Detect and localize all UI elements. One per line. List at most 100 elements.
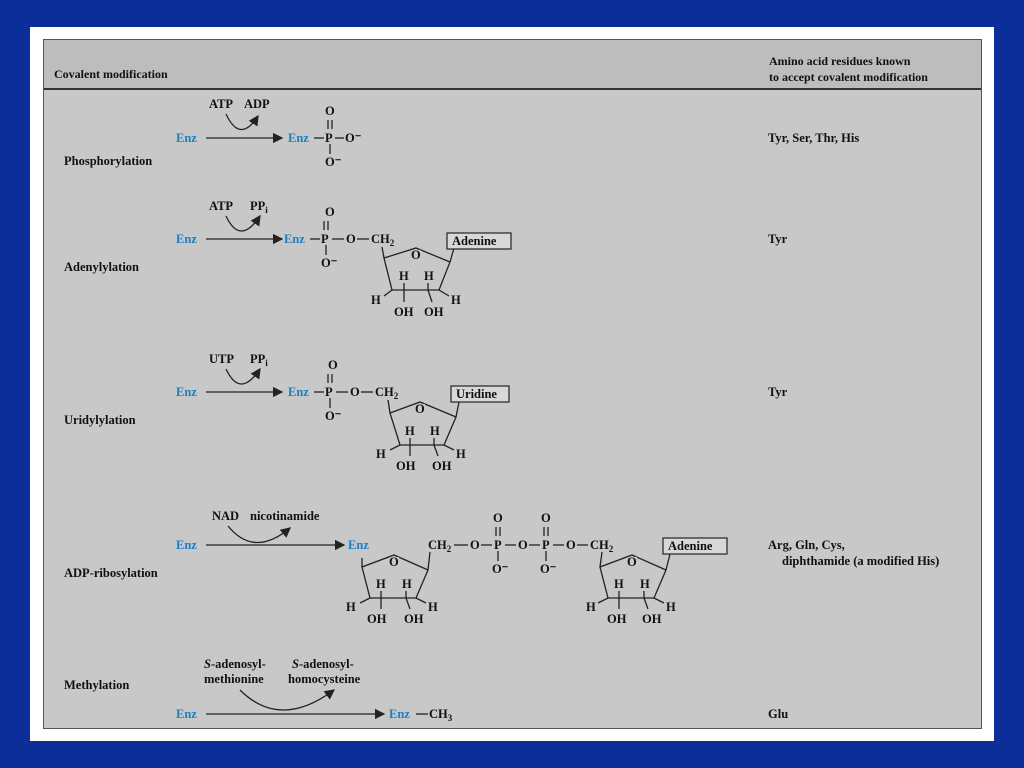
svg-text:O⁻: O⁻	[492, 562, 509, 576]
svg-text:H: H	[405, 424, 415, 438]
svg-text:P: P	[321, 232, 329, 246]
residues-adp-ribosylation: Arg, Gln, Cys, diphthamide (a modified H…	[768, 538, 940, 568]
svg-text:O: O	[350, 385, 360, 399]
svg-text:H: H	[376, 447, 386, 461]
phosphorylation-reaction: Enz ATP ADP Enz P O⁻ O O⁻	[176, 97, 362, 169]
svg-text:O: O	[389, 555, 399, 569]
svg-text:H: H	[399, 269, 409, 283]
svg-text:H: H	[430, 424, 440, 438]
svg-text:PPi: PPi	[250, 352, 268, 368]
label-methylation: Methylation	[64, 678, 130, 692]
svg-text:O⁻: O⁻	[540, 562, 557, 576]
svg-text:OH: OH	[607, 612, 627, 626]
svg-text:CH3: CH3	[429, 707, 453, 723]
svg-text:H: H	[428, 600, 438, 614]
adp-ribosylation-reaction: Enz NAD nicotinamide Enz O H H H H OH OH	[176, 509, 728, 626]
cofactor-out: ADP	[244, 97, 270, 111]
methylation-reaction: S-adenosyl- methionine S-adenosyl- homoc…	[176, 657, 453, 723]
svg-text:CH2: CH2	[375, 385, 399, 401]
svg-text:O: O	[411, 248, 421, 262]
svg-text:P: P	[494, 538, 502, 552]
adenine-box-adpr	[662, 537, 728, 555]
residues-adenylylation: Tyr	[768, 232, 788, 246]
svg-text:OH: OH	[367, 612, 387, 626]
svg-text:P: P	[325, 385, 333, 399]
svg-text:OH: OH	[424, 305, 444, 319]
svg-text:Enz: Enz	[284, 232, 305, 246]
svg-text:P: P	[542, 538, 550, 552]
column-header-residues: Amino acid residues known to accept cova…	[769, 54, 928, 84]
svg-text:O: O	[325, 104, 335, 118]
modification-table: Covalent modification Amino acid residue…	[43, 39, 982, 729]
cofactor-in: ATP	[209, 97, 233, 111]
cofactor-arrow	[225, 113, 259, 131]
column-header-modification: Covalent modification	[54, 67, 168, 81]
residues-phosphorylation: Tyr, Ser, Thr, His	[768, 131, 860, 145]
svg-text:H: H	[402, 577, 412, 591]
reaction-diagrams: Enz ATP ADP Enz P O⁻ O O⁻ Enz ATP P	[176, 97, 728, 723]
svg-text:H: H	[424, 269, 434, 283]
svg-text:O⁻: O⁻	[321, 256, 338, 270]
svg-text:O: O	[470, 538, 480, 552]
uridylylation-reaction: Enz UTP PPi Enz P O O⁻ O CH2 O	[176, 352, 510, 473]
enz-reactant: Enz	[176, 131, 197, 145]
svg-text:Enz: Enz	[288, 385, 309, 399]
adenine-box	[446, 232, 512, 250]
svg-text:methionine: methionine	[204, 672, 264, 686]
label-phosphorylation: Phosphorylation	[64, 154, 153, 168]
svg-text:CH2: CH2	[428, 538, 452, 554]
label-adp-ribosylation: ADP-ribosylation	[64, 566, 158, 580]
table-header: Covalent modification Amino acid residue…	[44, 40, 981, 90]
svg-text:Enz: Enz	[176, 707, 197, 721]
svg-text:Enz: Enz	[176, 385, 197, 399]
svg-text:Enz: Enz	[389, 707, 410, 721]
residues-methylation: Glu	[768, 707, 789, 721]
svg-text:OH: OH	[396, 459, 416, 473]
adenylylation-reaction: Enz ATP PPi Enz P O O⁻ O CH2	[176, 199, 512, 319]
svg-text:Adenine: Adenine	[668, 539, 713, 553]
svg-text:O⁻: O⁻	[325, 155, 342, 169]
svg-text:H: H	[586, 600, 596, 614]
svg-text:O: O	[325, 205, 335, 219]
svg-text:H: H	[456, 447, 466, 461]
svg-text:OH: OH	[642, 612, 662, 626]
svg-text:UTP: UTP	[209, 352, 234, 366]
svg-text:H: H	[451, 293, 461, 307]
svg-text:Enz: Enz	[176, 538, 197, 552]
svg-text:PPi: PPi	[250, 199, 268, 215]
svg-text:O⁻: O⁻	[345, 131, 362, 145]
svg-text:S-adenosyl-: S-adenosyl-	[204, 657, 266, 671]
enz-product: Enz	[288, 131, 309, 145]
svg-text:Enz: Enz	[176, 232, 197, 246]
svg-text:Adenine: Adenine	[452, 234, 497, 248]
svg-text:O: O	[328, 358, 338, 372]
svg-text:Enz: Enz	[348, 538, 369, 552]
svg-text:S-adenosyl-: S-adenosyl-	[292, 657, 354, 671]
uridine-box	[450, 385, 510, 403]
svg-text:O: O	[493, 511, 503, 525]
svg-text:CH2: CH2	[590, 538, 614, 554]
slide: Covalent modification Amino acid residue…	[30, 27, 994, 741]
svg-text:CH2: CH2	[371, 232, 395, 248]
svg-text:H: H	[640, 577, 650, 591]
svg-text:O: O	[541, 511, 551, 525]
svg-text:OH: OH	[432, 459, 452, 473]
svg-text:NAD: NAD	[212, 509, 239, 523]
svg-text:nicotinamide: nicotinamide	[250, 509, 320, 523]
label-uridylylation: Uridylylation	[64, 413, 136, 427]
label-adenylylation: Adenylylation	[64, 260, 140, 274]
svg-text:homocysteine: homocysteine	[288, 672, 361, 686]
svg-text:O: O	[518, 538, 528, 552]
ribose-ring	[383, 247, 451, 291]
residues-uridylylation: Tyr	[768, 385, 788, 399]
svg-text:O: O	[346, 232, 356, 246]
svg-text:O: O	[627, 555, 637, 569]
svg-text:H: H	[346, 600, 356, 614]
svg-text:ATP: ATP	[209, 199, 233, 213]
svg-text:H: H	[666, 600, 676, 614]
svg-text:O: O	[415, 402, 425, 416]
svg-text:O: O	[566, 538, 576, 552]
svg-text:H: H	[376, 577, 386, 591]
svg-text:P: P	[325, 131, 333, 145]
svg-text:Uridine: Uridine	[456, 387, 497, 401]
